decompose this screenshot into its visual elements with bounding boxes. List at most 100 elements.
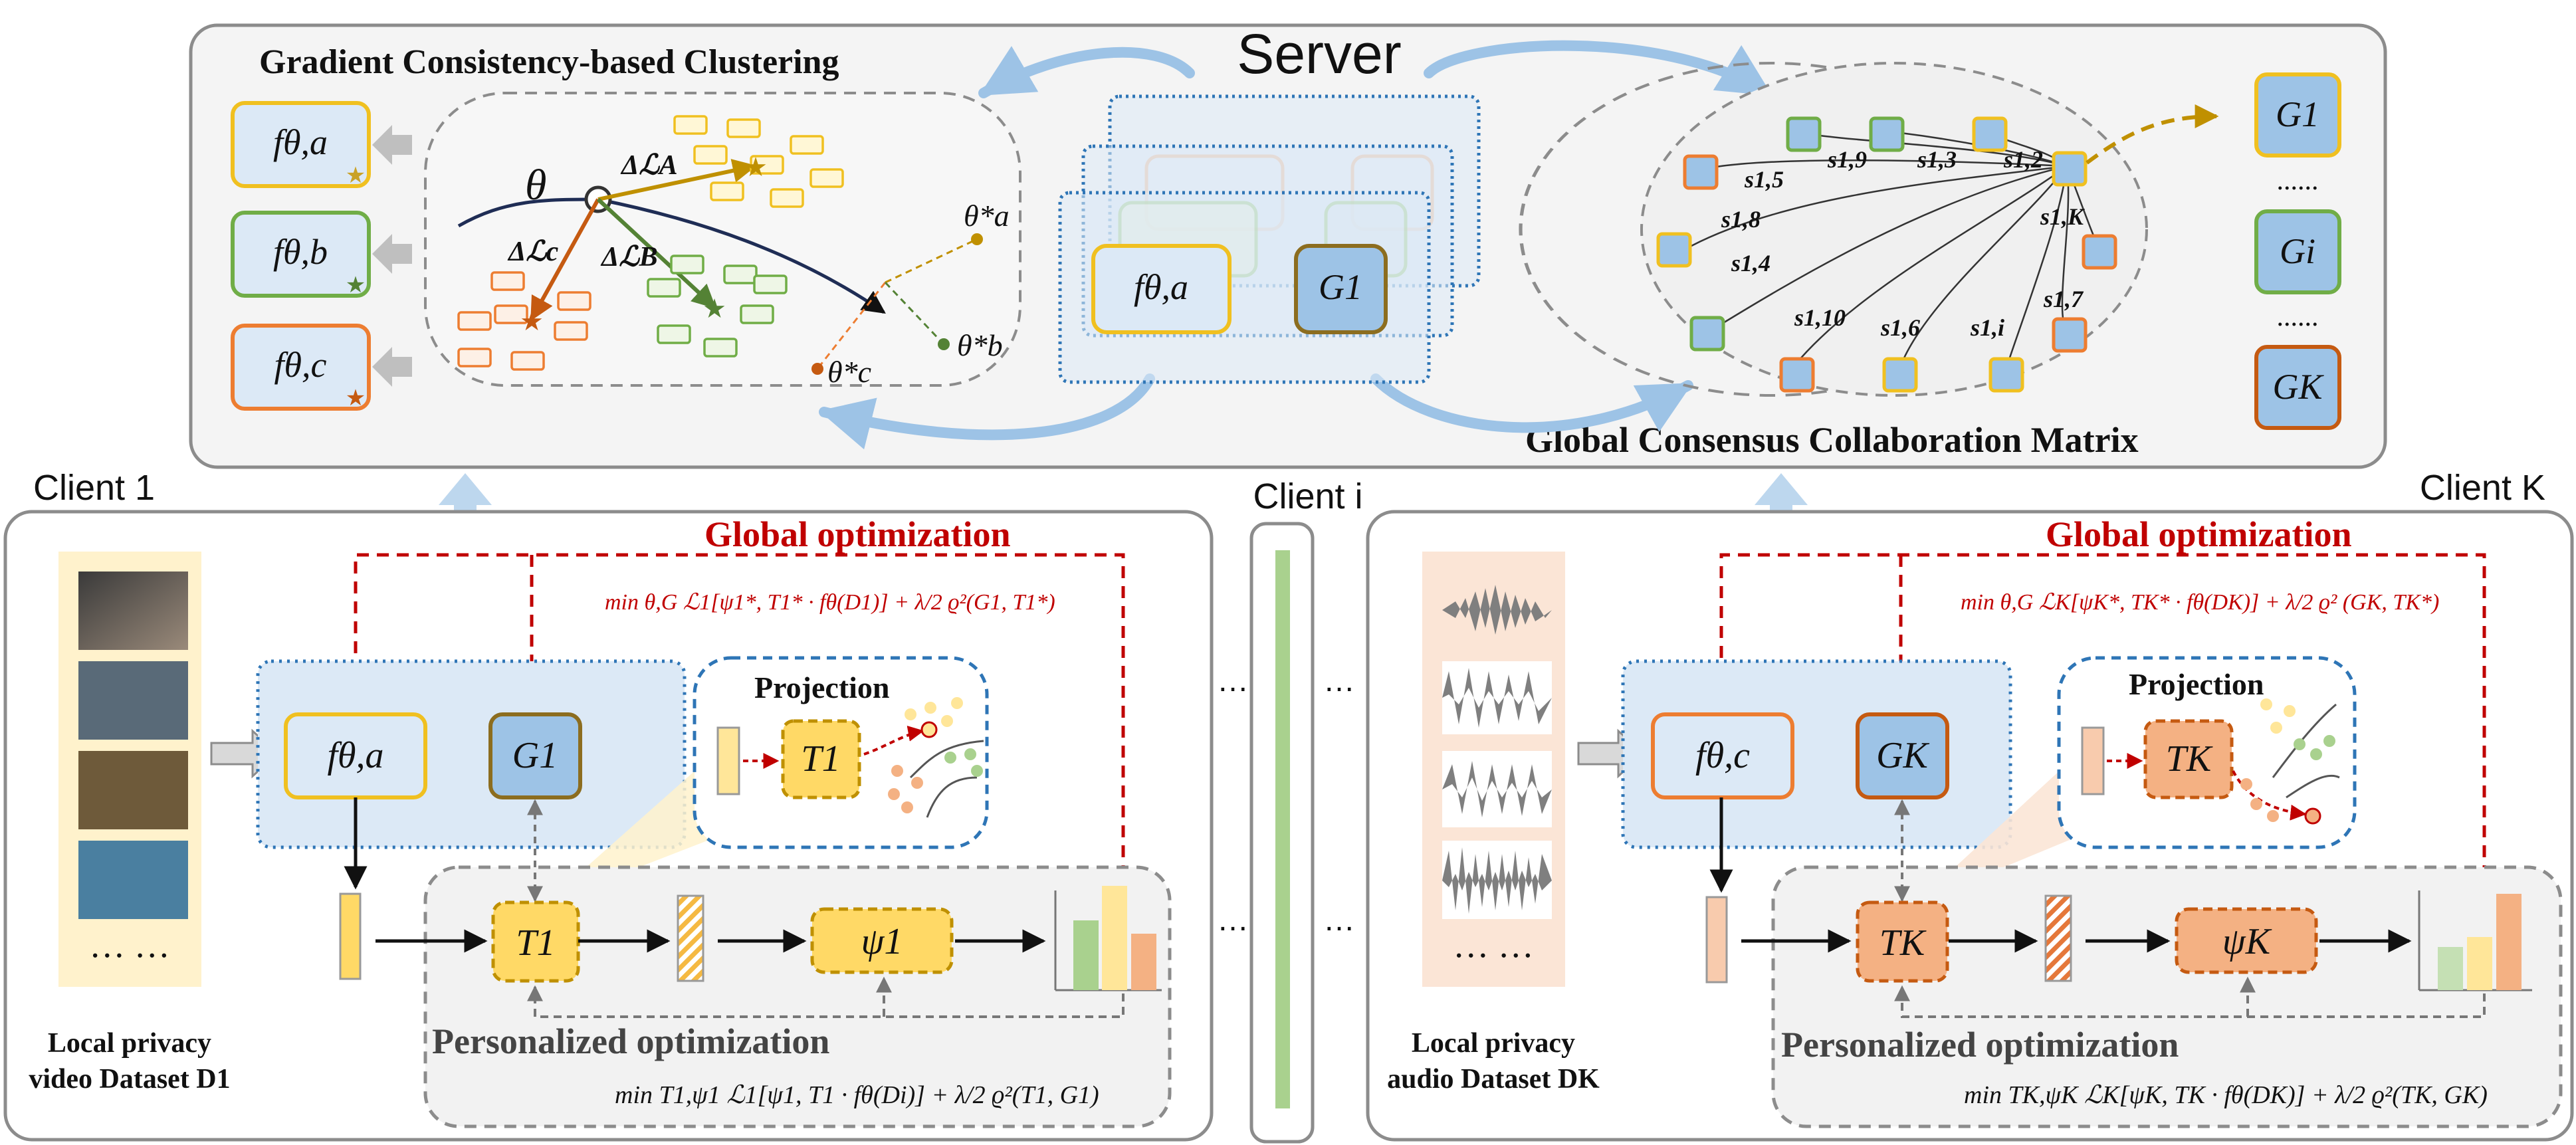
- client1-model-f-label: fθ,a: [327, 735, 383, 776]
- clientK-proj-point: [2304, 807, 2321, 825]
- client1-proj-t: [781, 719, 861, 799]
- sim-label: s1,9: [1827, 146, 1867, 173]
- model-stack: fθ,a G1: [1058, 94, 1481, 384]
- stack-front-f-label: fθ,a: [1134, 267, 1188, 307]
- cluster-model-b: fθ,b ★: [231, 211, 371, 298]
- client1-personalized-region: [423, 865, 1172, 1128]
- theta-a-line: [885, 238, 978, 284]
- cluster-model-b-label: fθ,b: [273, 232, 328, 272]
- sim-label: s1,3: [1917, 146, 1957, 173]
- trajectory-curve: [457, 197, 599, 228]
- clientK-psi-label: ψK: [2222, 921, 2272, 962]
- clientK-t-main: [1856, 900, 1949, 983]
- star-icon: ★: [520, 306, 544, 336]
- theta-b-line: [884, 281, 945, 346]
- cluster-b-points: [647, 255, 788, 358]
- sim-label: s1,i: [1970, 314, 2004, 341]
- cluster-model-a: fθ,a ★: [231, 101, 371, 188]
- clienti-title: Client i: [1253, 476, 1362, 516]
- client1-feedback-line: [527, 985, 1125, 1018]
- client1-dataset-dots: … …: [89, 925, 170, 965]
- cluster-model-a-label: fθ,a: [273, 122, 328, 162]
- clienti-bar: [1275, 550, 1290, 1108]
- client1-dataset-line1: Local privacy: [48, 1028, 211, 1059]
- sim-label: s1,5: [1744, 166, 1784, 193]
- client1-model-g: [488, 712, 582, 799]
- group-model-g1-label: G1: [2276, 94, 2319, 134]
- server-flow-arrows: [819, 40, 1773, 450]
- sim-label: s1,6: [1880, 314, 1920, 341]
- clientK-global-opt: Global optimization: [2046, 514, 2352, 554]
- clientK-personalized-region: [1771, 865, 2563, 1128]
- clientK-feature-hatched: [2044, 894, 2072, 982]
- delta-c-label: Δℒc: [507, 237, 559, 267]
- sim-label: s1,2: [2003, 146, 2043, 173]
- cluster-model-c-label: fθ,c: [274, 345, 327, 385]
- client1-video-frames: [78, 572, 188, 919]
- clientK-proj-curve: [2232, 770, 2307, 821]
- client1-proj-scatter: [888, 697, 984, 818]
- group-model-gi-label: Gi: [2280, 231, 2315, 271]
- delta-b-label: ΔℒB: [600, 242, 658, 272]
- similarity-labels: s1,5 s1,9 s1,3 s1,2 s1,8 s1,K s1,4 s1,10…: [1721, 146, 2086, 341]
- group-model-gk: GK: [2254, 345, 2341, 430]
- client1-feature: [339, 892, 362, 980]
- delta-c-arrow: [530, 198, 600, 322]
- sim-label: s1,7: [2043, 286, 2084, 312]
- star-icon: ★: [346, 386, 366, 411]
- clientK-model-g-label: GK: [1876, 735, 1929, 776]
- delta-a-label: ΔℒA: [620, 150, 678, 181]
- client1-feature-hatched: [677, 894, 704, 982]
- clienti-ellipsis: …: [1323, 663, 1355, 698]
- sim-label: s1,8: [1721, 206, 1761, 233]
- clientK-output-bars: [2418, 890, 2532, 991]
- star-icon: ★: [346, 163, 366, 188]
- clientK-dataset-dots: … …: [1453, 925, 1534, 965]
- sim-label: s1,K: [2040, 203, 2086, 230]
- theta-b-star-label: θ*b: [957, 328, 1003, 362]
- theta-a-point: [971, 233, 983, 245]
- cluster-output-arrows: [372, 125, 412, 387]
- client1-dataset-line2: video Dataset D1: [29, 1064, 230, 1094]
- matrix-edges: [1691, 132, 2101, 366]
- sim-label: s1,10: [1794, 304, 1846, 331]
- clientK-proj-t-label: TK: [2166, 738, 2213, 780]
- client1-personal-formula: min T1,ψ1 ℒ1[ψ1, T1 · fθ(Di)] + λ/2 ϱ²(T…: [615, 1081, 1099, 1109]
- clienti-ellipsis: …: [1217, 663, 1249, 698]
- server-title: Server: [1237, 23, 1401, 85]
- client1-output-bars: [1054, 886, 1162, 991]
- group-model-gi: Gi: [2254, 209, 2341, 294]
- clientK-proj-t: [2143, 719, 2234, 799]
- client1-proj-point: [920, 721, 938, 738]
- theta-c-star-label: θ*c: [827, 355, 871, 389]
- clientK-audio-waves: [1442, 585, 1552, 919]
- trajectory-arrow: [597, 197, 886, 314]
- clientK-global-formula: min θ,G ℒK[ψK*, TK* · fθ(DK)] + λ/2 ϱ² (…: [1961, 590, 2439, 615]
- client1-global-opt: Global optimization: [704, 514, 1011, 554]
- cluster-model-c: fθ,c ★: [231, 324, 371, 411]
- theta-b-point: [938, 338, 950, 350]
- theta-label: θ: [525, 161, 546, 209]
- client1-model-g-label: G1: [512, 735, 558, 776]
- stack-front-g-label: G1: [1319, 267, 1362, 307]
- clientK-proj-scatter: [2240, 698, 2340, 822]
- client1-title: Client 1: [33, 468, 155, 508]
- theta-c-line: [816, 282, 887, 369]
- cluster-a-points: [673, 115, 844, 208]
- matrix-title: Global Consensus Collaboration Matrix: [1525, 420, 2139, 460]
- clientK-proj-feature: [2081, 726, 2105, 795]
- matrix-output-arrow: [2086, 104, 2219, 165]
- clientK-model-f-label: fθ,c: [1695, 735, 1750, 776]
- client1-projection-title: Projection: [754, 671, 890, 704]
- clientK-personal-formula: min TK,ψK ℒK[ψK, TK · fθ(DK)] + λ/2 ϱ²(T…: [1964, 1081, 2488, 1109]
- client1-proj-feature: [716, 726, 740, 795]
- sim-label: s1,4: [1731, 250, 1771, 276]
- clientK-dataset-line1: Local privacy: [1412, 1028, 1575, 1059]
- clientK-model-g: [1856, 712, 1949, 799]
- cluster-c-points: [457, 271, 591, 371]
- client1-psi-label: ψ1: [861, 921, 903, 962]
- delta-b-arrow: [596, 197, 716, 309]
- client1-proj-curve: [863, 725, 924, 756]
- clientK-projection-title: Projection: [2129, 667, 2264, 701]
